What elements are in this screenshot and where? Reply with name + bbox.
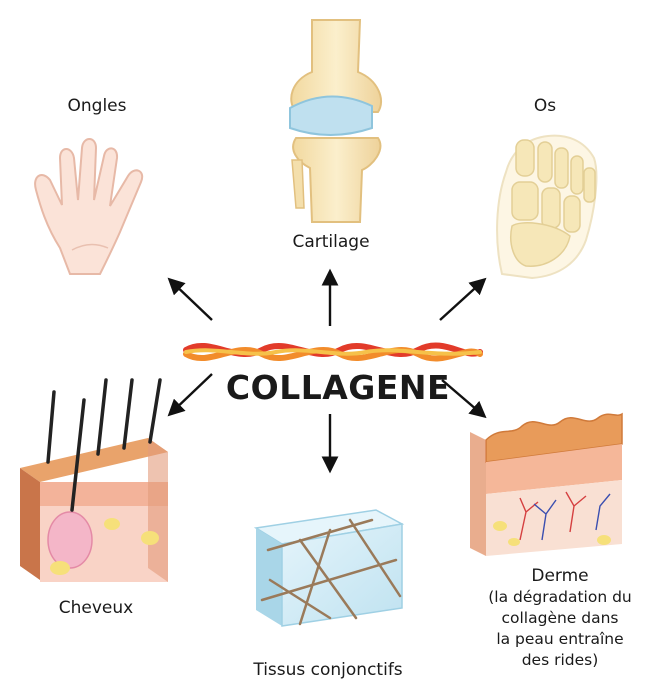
label-cartilage: Cartilage [292, 232, 370, 252]
arrow-to-bone [439, 277, 487, 321]
arrow-to-derm [441, 379, 487, 419]
collagen-rope-icon [183, 342, 483, 362]
arrow-to-nails [167, 277, 213, 321]
hand-icon [34, 138, 144, 275]
label-bone: Os [533, 96, 557, 116]
derm-note-line: (la dégradation du [488, 588, 632, 606]
derm-note-line: des rides) [521, 651, 599, 669]
skin-dermis-icon [470, 412, 623, 556]
foot-bone-icon [496, 134, 598, 280]
label-connective-tissue: Tissus conjonctifs [253, 660, 403, 680]
label-derm: Derme [531, 566, 589, 586]
label-derm-block: Derme (la dégradation du collagène dans … [455, 566, 665, 671]
collagen-title: COLLAGENE [225, 368, 451, 407]
label-nails: Ongles [67, 96, 127, 116]
hair-follicle-icon [20, 378, 168, 582]
label-hair: Cheveux [58, 598, 134, 618]
derm-note-line: collagène dans [501, 609, 619, 627]
connective-tissue-cube-icon [253, 509, 405, 627]
arrow-to-hair [167, 373, 213, 417]
derm-note-line: la peau entraîne [496, 630, 624, 648]
knee-joint-icon [289, 19, 383, 223]
